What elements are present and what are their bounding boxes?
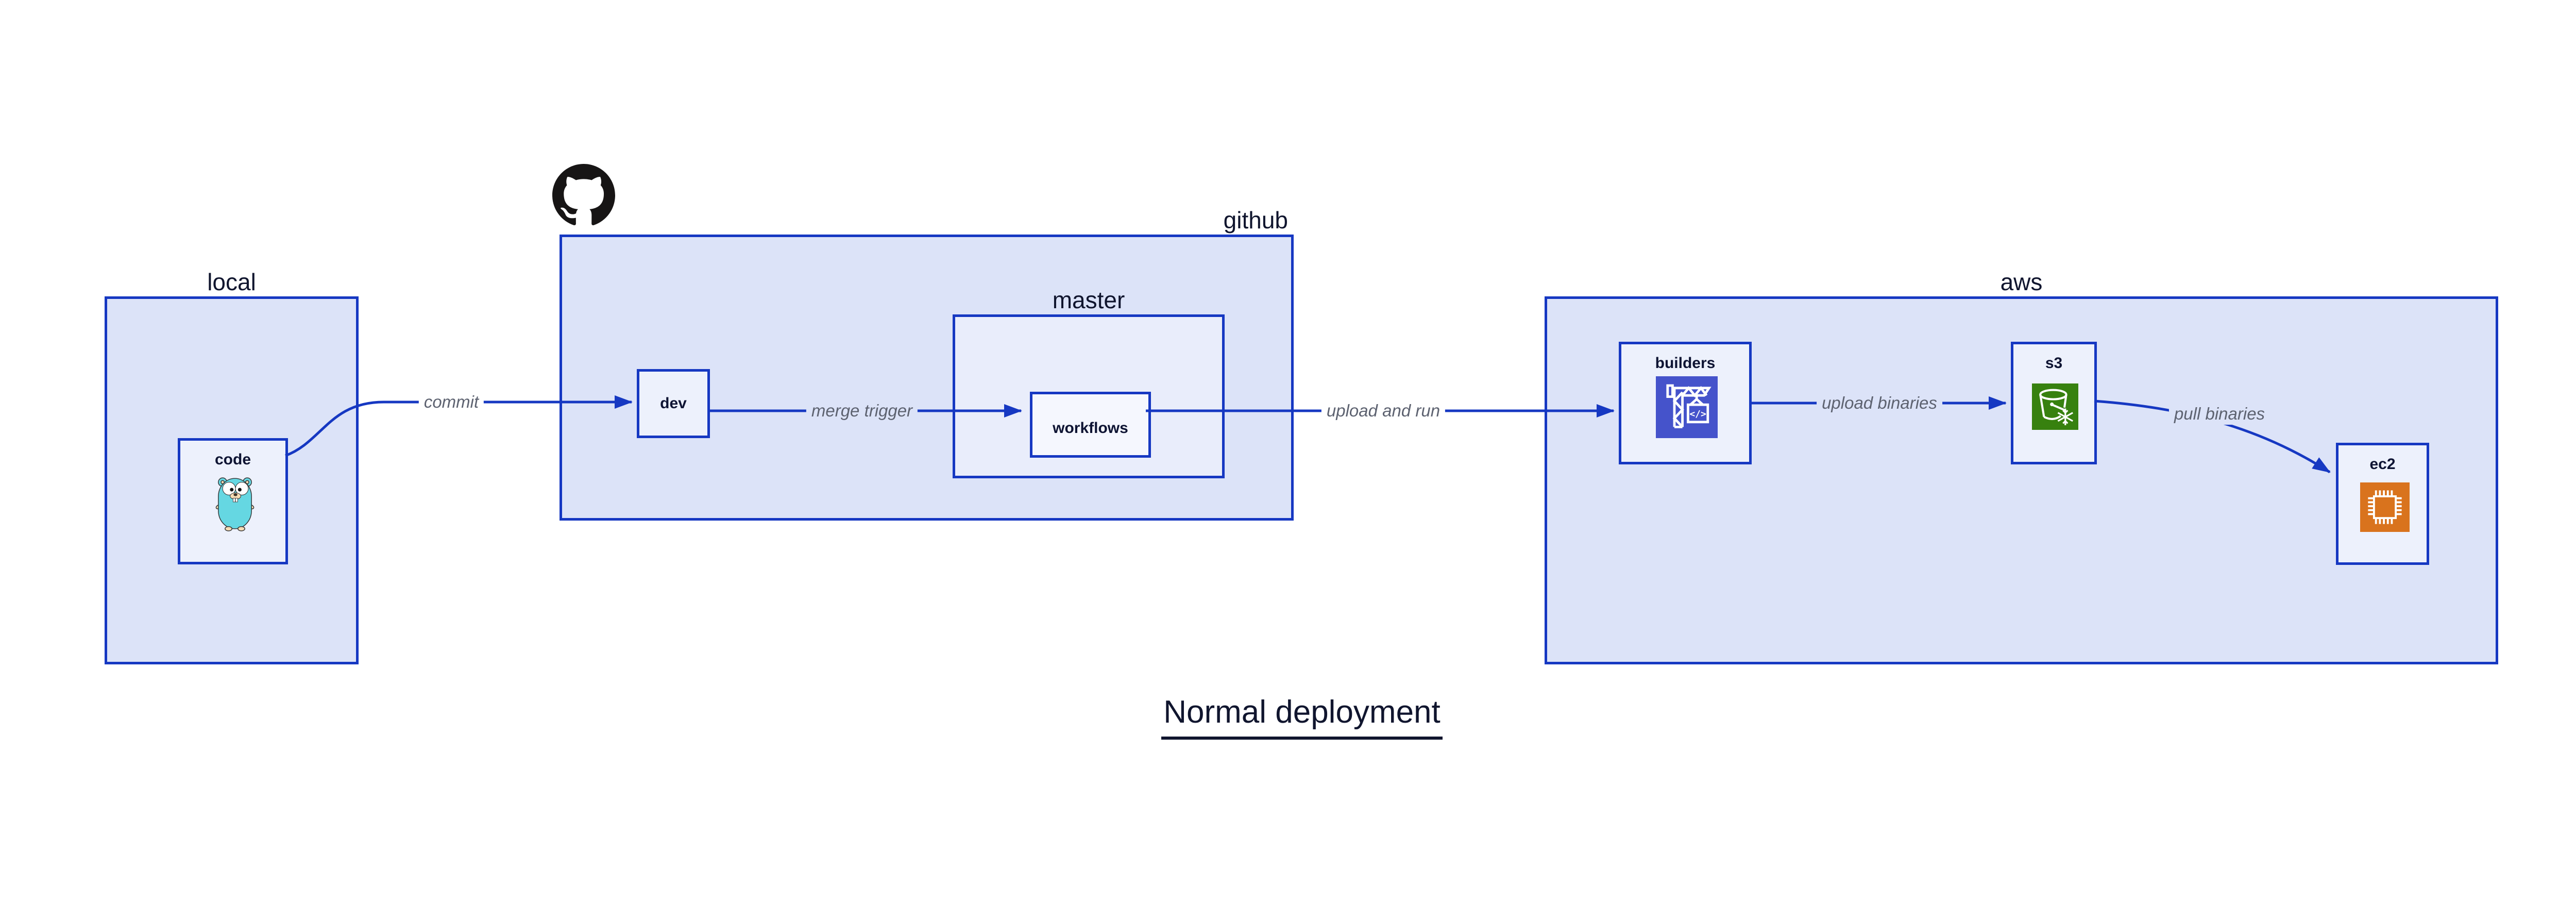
container-local: local code xyxy=(105,269,359,664)
builders-label: builders xyxy=(1655,355,1716,372)
edge-label-commit: commit xyxy=(418,391,484,413)
code-label: code xyxy=(214,451,251,468)
local-label: local xyxy=(207,269,256,295)
cpu-chip-icon xyxy=(2360,482,2410,532)
ec2-label: ec2 xyxy=(2369,456,2396,473)
master-label: master xyxy=(1052,287,1125,313)
container-aws: aws builders </> s3 xyxy=(1545,269,2498,664)
code-glyph: </> xyxy=(1689,409,1706,420)
go-gopher-icon xyxy=(215,477,255,531)
edge-label-upload-and-run: upload and run xyxy=(1321,400,1446,422)
node-workflows: workflows xyxy=(1030,392,1151,458)
crane-code-icon: </> xyxy=(1656,376,1718,438)
aws-label: aws xyxy=(2000,269,2043,295)
edge-label-pull-binaries: pull binaries xyxy=(2168,403,2270,425)
edge-label-upload-binaries: upload binaries xyxy=(1817,392,1942,414)
workflows-label: workflows xyxy=(1053,420,1128,437)
node-dev: dev xyxy=(637,369,710,438)
container-github: github dev master workflows xyxy=(560,207,1294,521)
s3-label: s3 xyxy=(2045,355,2063,372)
container-master: master workflows xyxy=(953,287,1225,478)
edge-label-merge-trigger: merge trigger xyxy=(806,400,918,422)
diagram-title-text: Normal deployment xyxy=(1161,694,1443,740)
s3-bucket-snowflake-icon xyxy=(2032,383,2078,430)
node-code: code xyxy=(178,438,288,564)
node-builders: builders </> xyxy=(1619,342,1752,464)
github-label: github xyxy=(1223,207,1288,233)
node-ec2: ec2 xyxy=(2336,443,2429,565)
dev-label: dev xyxy=(660,395,687,412)
node-s3: s3 xyxy=(2011,342,2097,464)
diagram-title: Normal deployment xyxy=(0,694,2576,740)
github-logo-icon xyxy=(552,164,615,225)
